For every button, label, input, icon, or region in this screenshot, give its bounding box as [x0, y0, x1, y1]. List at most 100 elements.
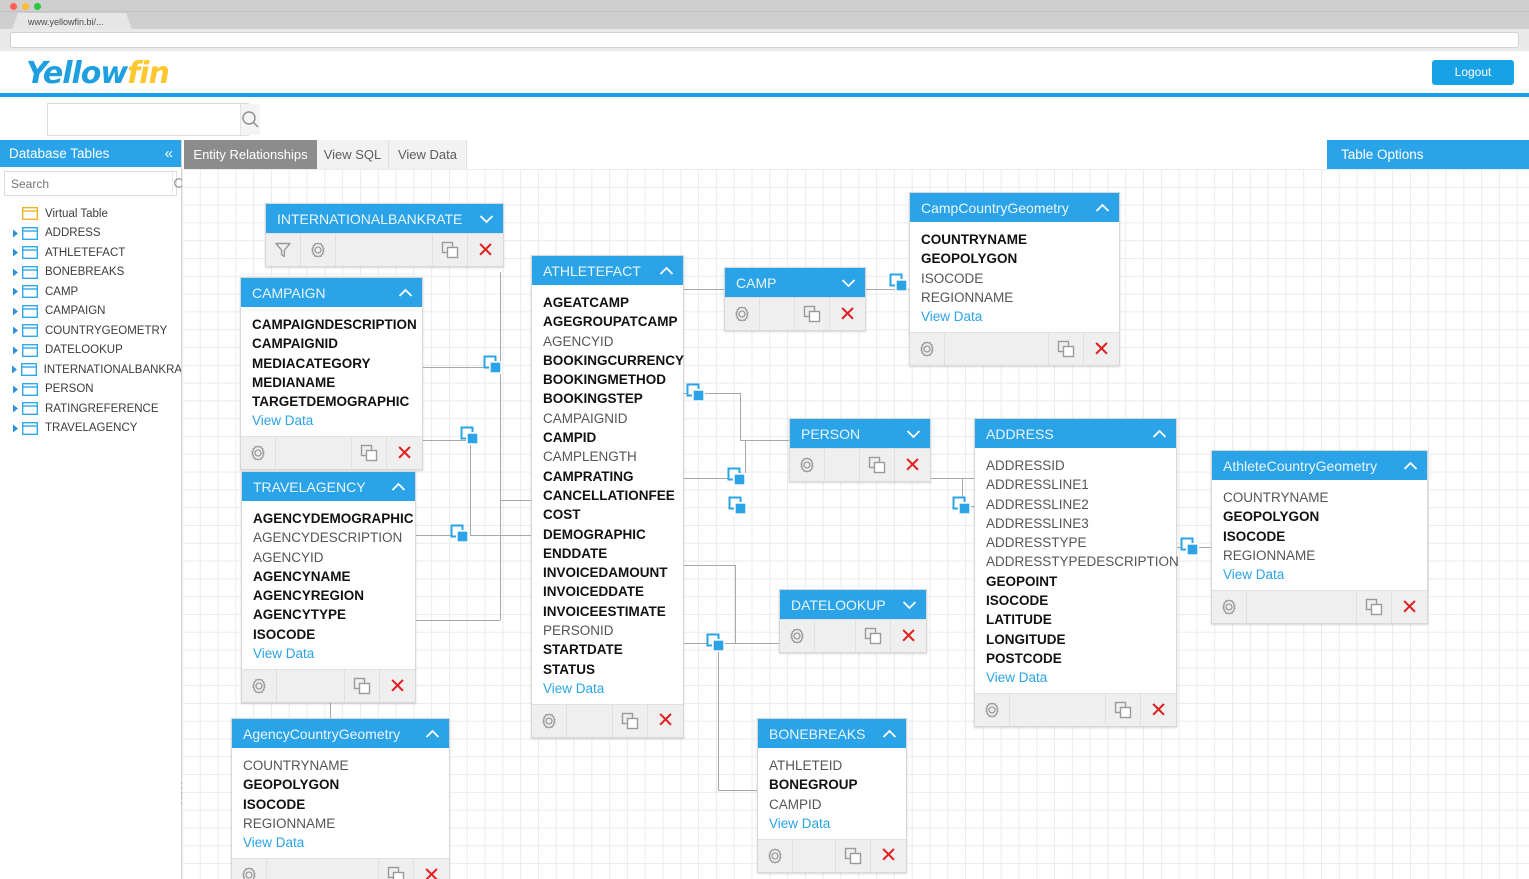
er-table-card-person[interactable]: PERSON✕ — [789, 418, 931, 482]
gear-icon[interactable] — [532, 704, 567, 737]
card-field[interactable]: REGIONNAME — [921, 289, 1014, 305]
card-field[interactable]: COST — [543, 507, 581, 523]
copy-icon[interactable] — [613, 704, 648, 737]
tree-item-travelagency[interactable]: TRAVELAGENCY — [0, 419, 181, 439]
table-options-panel-header[interactable]: Table Options — [1327, 140, 1529, 169]
card-field[interactable]: ISOCODE — [243, 796, 306, 812]
er-table-card-camp[interactable]: CAMP✕ — [724, 267, 866, 331]
card-field[interactable]: ADDRESSID — [986, 458, 1065, 473]
chevron-down-icon[interactable] — [902, 600, 917, 610]
er-table-card-internationalbankrate[interactable]: INTERNATIONALBANKRATE✕ — [265, 203, 504, 267]
card-field[interactable]: ADDRESSLINE3 — [986, 515, 1089, 531]
join-link-icon[interactable] — [450, 524, 470, 544]
gear-icon[interactable] — [241, 437, 276, 470]
tree-item-ratingreference[interactable]: RATINGREFERENCE — [0, 399, 181, 419]
card-field[interactable]: CANCELLATIONFEE — [543, 487, 675, 503]
minimize-window-button[interactable] — [22, 3, 29, 10]
tree-item-camp[interactable]: CAMP — [0, 282, 181, 302]
url-input[interactable] — [10, 32, 1519, 48]
chevron-up-icon[interactable] — [1095, 203, 1110, 213]
card-field[interactable]: COUNTRYNAME — [921, 232, 1027, 247]
card-field[interactable]: COUNTRYNAME — [243, 758, 349, 773]
join-link-icon[interactable] — [483, 355, 503, 375]
view-data-link[interactable]: View Data — [1223, 567, 1285, 583]
view-data-link[interactable]: View Data — [252, 413, 314, 429]
gear-icon[interactable] — [232, 859, 267, 879]
global-search-input[interactable] — [48, 104, 240, 135]
chevron-down-icon[interactable] — [479, 214, 494, 224]
gear-icon[interactable] — [242, 670, 277, 703]
copy-icon[interactable] — [433, 234, 468, 266]
card-header[interactable]: AthleteCountryGeometry — [1212, 451, 1427, 480]
card-field[interactable]: AGENCYTYPE — [253, 607, 347, 623]
close-icon[interactable]: ✕ — [656, 709, 675, 733]
join-link-icon[interactable] — [1180, 537, 1200, 557]
join-link-icon[interactable] — [460, 426, 480, 446]
card-field[interactable]: REGIONNAME — [1223, 547, 1316, 563]
card-field[interactable]: ADDRESSLINE1 — [986, 477, 1089, 493]
gear-icon[interactable] — [1212, 591, 1247, 624]
tab-view-data[interactable]: View Data — [389, 140, 467, 169]
card-field[interactable]: BOOKINGCURRENCY — [543, 352, 685, 368]
card-field[interactable]: AGENCYID — [253, 549, 324, 565]
close-icon[interactable]: ✕ — [838, 302, 857, 326]
close-icon[interactable]: ✕ — [879, 844, 898, 868]
card-field[interactable]: AGENCYDEMOGRAPHIC — [253, 511, 414, 526]
card-field[interactable]: AGEATCAMP — [543, 295, 629, 310]
close-icon[interactable]: ✕ — [422, 863, 441, 879]
card-header[interactable]: AgencyCountryGeometry — [232, 719, 449, 748]
view-data-link[interactable]: View Data — [986, 670, 1048, 686]
chevron-up-icon[interactable] — [398, 288, 413, 298]
card-field[interactable]: TARGETDEMOGRAPHIC — [252, 394, 410, 410]
tree-item-campaign[interactable]: CAMPAIGN — [0, 302, 181, 322]
card-field[interactable]: GEOPOLYGON — [243, 777, 340, 793]
join-link-icon[interactable] — [952, 496, 972, 516]
tree-item-countrygeometry[interactable]: COUNTRYGEOMETRY — [0, 321, 181, 341]
card-field[interactable]: ADDRESSTYPEDESCRIPTION — [986, 554, 1179, 570]
card-field[interactable]: CAMPRATING — [543, 468, 634, 484]
chevron-up-icon[interactable] — [425, 729, 440, 739]
expand-arrow-icon[interactable] — [8, 326, 22, 335]
expand-arrow-icon[interactable] — [8, 248, 22, 257]
card-field[interactable]: AGENCYREGION — [253, 588, 365, 604]
card-field[interactable]: INVOICEDAMOUNT — [543, 565, 668, 581]
card-field[interactable]: ISOCODE — [921, 270, 984, 286]
join-link-icon[interactable] — [889, 273, 909, 293]
card-field[interactable]: CAMPID — [769, 796, 822, 812]
gear-icon[interactable] — [301, 234, 336, 266]
tree-item-address[interactable]: ADDRESS — [0, 224, 181, 244]
view-data-link[interactable]: View Data — [921, 309, 983, 325]
join-link-icon[interactable] — [706, 633, 726, 653]
tree-item-person[interactable]: PERSON — [0, 380, 181, 400]
card-field[interactable]: ADDRESSTYPE — [986, 535, 1087, 551]
view-data-link[interactable]: View Data — [543, 680, 605, 696]
card-field[interactable]: BONEGROUP — [769, 777, 858, 793]
card-header[interactable]: DATELOOKUP — [780, 590, 926, 619]
card-field[interactable]: ISOCODE — [1223, 528, 1286, 544]
card-field[interactable]: AGENCYNAME — [253, 568, 351, 584]
card-field[interactable]: CAMPAIGNID — [543, 410, 628, 426]
card-field[interactable]: ATHLETEID — [769, 758, 843, 773]
chevron-up-icon[interactable] — [659, 266, 674, 276]
search-icon[interactable] — [240, 104, 260, 135]
tab-entity-relationships[interactable]: Entity Relationships — [184, 140, 317, 169]
view-data-link[interactable]: View Data — [253, 646, 315, 662]
expand-arrow-icon[interactable] — [8, 287, 22, 296]
expand-arrow-icon[interactable] — [8, 424, 22, 433]
card-field[interactable]: LONGITUDE — [986, 631, 1066, 647]
card-field[interactable]: MEDIANAME — [252, 374, 336, 390]
card-header[interactable]: ATHLETEFACT — [532, 256, 683, 285]
card-field[interactable]: ISOCODE — [253, 626, 316, 642]
gear-icon[interactable] — [780, 620, 815, 652]
card-header[interactable]: CAMPAIGN — [241, 278, 422, 307]
view-data-link[interactable]: View Data — [243, 835, 305, 851]
maximize-window-button[interactable] — [34, 3, 41, 10]
table-search-input[interactable] — [5, 172, 172, 195]
chevron-down-icon[interactable] — [841, 278, 856, 288]
card-field[interactable]: AGEGROUPATCAMP — [543, 314, 678, 330]
tree-item-virtual table[interactable]: Virtual Table — [0, 204, 181, 224]
copy-icon[interactable] — [379, 859, 414, 879]
